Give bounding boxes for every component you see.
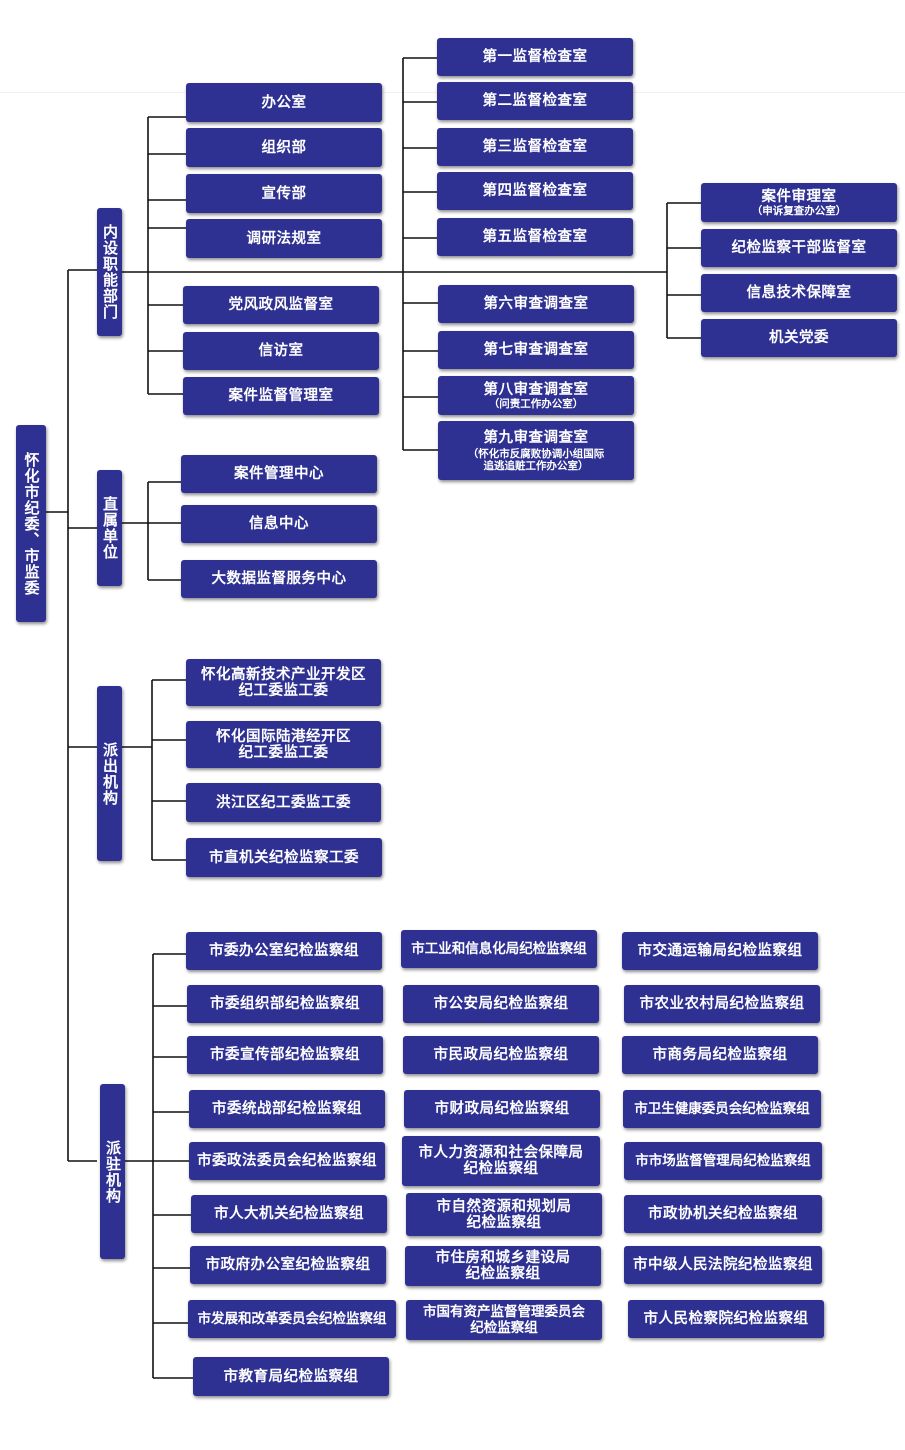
paizhu-box: 市政协机关纪检监察组	[624, 1195, 822, 1233]
paizhu-box: 市人力资源和社会保障局 纪检监察组	[402, 1136, 600, 1186]
paizhu-box: 市交通运输局纪检监察组	[622, 932, 818, 970]
category-paichu: 派出机构	[97, 686, 122, 861]
paizhu-box: 市自然资源和规划局 纪检监察组	[406, 1193, 602, 1236]
paichu-box: 怀化高新技术产业开发区 纪工委监工委	[186, 659, 381, 706]
box-subtitle: （问责工作办公室）	[488, 397, 584, 410]
paizhu-box: 市发展和改革委员会纪检监察组	[188, 1300, 396, 1338]
neishe-middle-box: 第三监督检查室	[437, 128, 633, 166]
neishe-right-box: 机关党委	[701, 319, 897, 357]
neishe-middle-box: 第七审查调查室	[438, 331, 634, 369]
neishe-middle-box: 第八审查调查室 （问责工作办公室）	[438, 376, 634, 415]
paizhu-box: 市委办公室纪检监察组	[186, 932, 382, 970]
box-line-1: 市自然资源和规划局	[436, 1197, 572, 1215]
paizhu-box: 市中级人民法院纪检监察组	[624, 1246, 822, 1284]
root-node: 怀化市纪委、市监委	[16, 425, 46, 622]
box-line-2: 纪工委监工委	[238, 681, 329, 699]
box-line-2: 纪工委监工委	[238, 743, 329, 761]
neishe-middle-box: 第六审查调查室	[438, 285, 634, 323]
zhishu-box: 案件管理中心	[181, 455, 377, 493]
paizhu-box: 市市场监督管理局纪检监察组	[624, 1142, 822, 1180]
paichu-box: 市直机关纪检监察工委	[186, 838, 382, 877]
box-line-1: 市国有资产监督管理委员会	[423, 1304, 585, 1320]
neishe-right-box: 信息技术保障室	[701, 274, 897, 312]
neishe-middle-box: 第五监督检查室	[437, 218, 633, 256]
paizhu-box: 市住房和城乡建设局 纪检监察组	[405, 1246, 601, 1286]
paizhu-box: 市政府办公室纪检监察组	[190, 1246, 386, 1284]
neishe-middle-box: 第九审查调查室 （怀化市反腐败协调小组国际 追逃追赃工作办公室）	[438, 421, 634, 480]
box-title: 案件审理室	[761, 187, 837, 205]
paizhu-box: 市人大机关纪检监察组	[191, 1195, 387, 1233]
box-title: 第八审查调查室	[483, 380, 589, 398]
category-paizhu: 派驻机构	[100, 1084, 125, 1259]
paizhu-box: 市商务局纪检监察组	[622, 1036, 818, 1074]
box-subtitle: （怀化市反腐败协调小组国际	[467, 447, 605, 460]
paizhu-box: 市委统战部纪检监察组	[189, 1090, 385, 1128]
zhishu-box: 大数据监督服务中心	[181, 560, 377, 598]
neishe-middle-box: 第二监督检查室	[437, 82, 633, 120]
box-line-1: 怀化国际陆港经开区	[216, 727, 351, 745]
neishe-left-box: 信访室	[183, 332, 379, 370]
paizhu-box: 市卫生健康委员会纪检监察组	[623, 1090, 821, 1128]
box-line-1: 怀化高新技术产业开发区	[201, 665, 366, 683]
paizhu-box: 市公安局纪检监察组	[403, 985, 599, 1023]
neishe-right-box: 纪检监察干部监督室	[701, 229, 897, 267]
box-line-1: 市住房和城乡建设局	[435, 1249, 571, 1266]
neishe-middle-box: 第四监督检查室	[437, 172, 633, 210]
box-line-2: 纪检监察组	[466, 1213, 542, 1231]
paizhu-box: 市工业和信息化局纪检监察组	[401, 930, 597, 968]
paizhu-box: 市财政局纪检监察组	[404, 1090, 600, 1128]
neishe-left-box: 组织部	[186, 128, 382, 167]
box-line-2: 纪检监察组	[463, 1160, 539, 1177]
paizhu-box: 市农业农村局纪检监察组	[624, 985, 820, 1023]
neishe-left-box: 调研法规室	[186, 219, 382, 258]
category-neishe: 内设职能部门	[97, 208, 122, 336]
paizhu-box: 市人民检察院纪检监察组	[628, 1300, 824, 1338]
category-zhishu: 直属单位	[97, 470, 122, 586]
paichu-box: 洪江区纪工委监工委	[186, 783, 381, 822]
paizhu-box: 市委政法委员会纪检监察组	[189, 1142, 385, 1180]
paizhu-box: 市教育局纪检监察组	[193, 1357, 389, 1396]
box-line-2: 纪检监察组	[470, 1320, 538, 1336]
paizhu-box: 市国有资产监督管理委员会 纪检监察组	[406, 1300, 602, 1340]
neishe-left-box: 办公室	[186, 83, 382, 122]
neishe-right-box: 案件审理室 （申诉复查办公室）	[701, 183, 897, 222]
box-line-2: 纪检监察组	[465, 1265, 541, 1282]
zhishu-box: 信息中心	[181, 505, 377, 543]
box-subtitle: 追逃追赃工作办公室）	[483, 459, 589, 472]
box-line-1: 市人力资源和社会保障局	[418, 1144, 584, 1161]
paizhu-box: 市委宣传部纪检监察组	[187, 1036, 383, 1074]
paizhu-box: 市委组织部纪检监察组	[187, 985, 383, 1023]
neishe-left-box: 案件监督管理室	[183, 377, 379, 415]
box-title: 第九审查调查室	[483, 428, 589, 446]
paizhu-box: 市民政局纪检监察组	[403, 1036, 599, 1074]
neishe-middle-box: 第一监督检查室	[437, 38, 633, 76]
neishe-left-box: 宣传部	[186, 174, 382, 213]
paichu-box: 怀化国际陆港经开区 纪工委监工委	[186, 721, 381, 768]
box-subtitle: （申诉复查办公室）	[751, 204, 847, 217]
neishe-left-box: 党风政风监督室	[183, 286, 379, 324]
